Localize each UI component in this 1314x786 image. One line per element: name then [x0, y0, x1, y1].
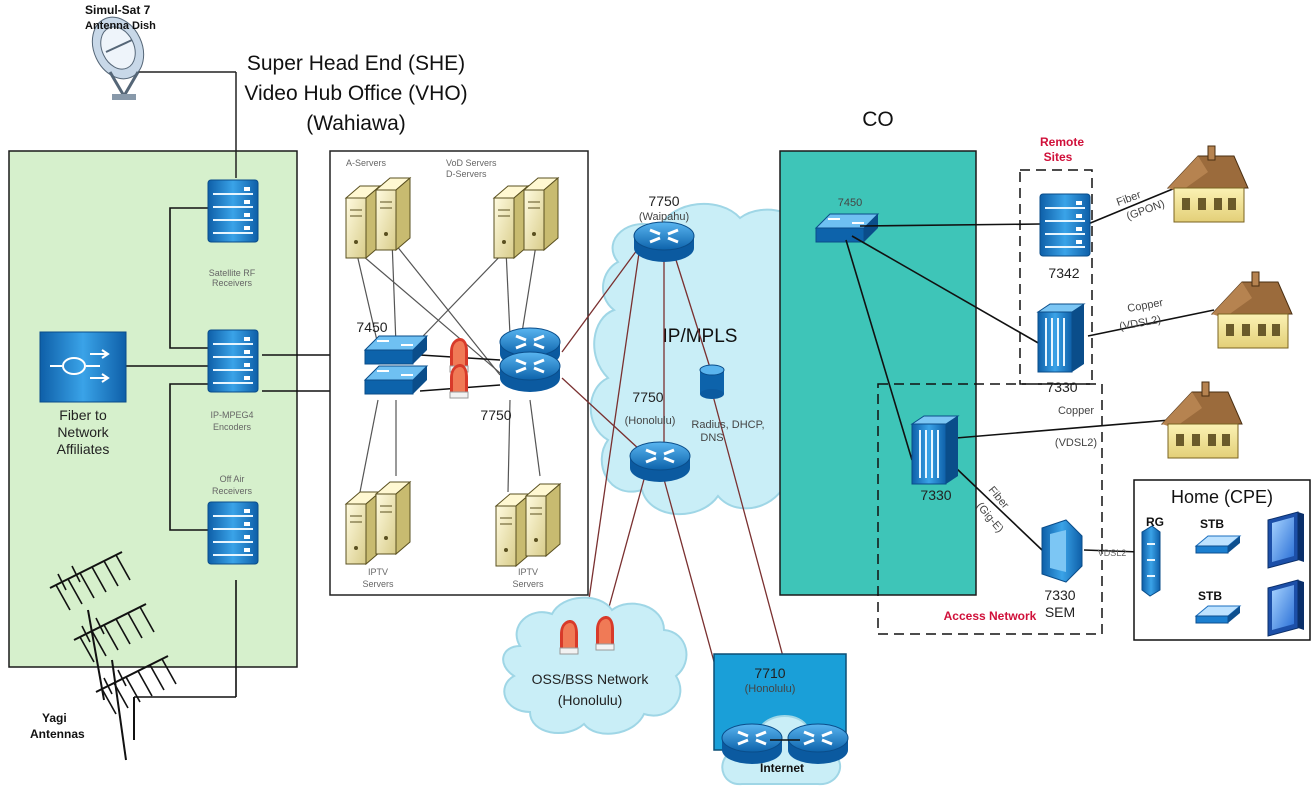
co-7450-label: 7450 [838, 197, 862, 209]
vod-servers-label-2: D-Servers [446, 169, 487, 179]
internet-cloud-label: Internet [760, 761, 804, 775]
co-label: CO [862, 108, 894, 131]
rg-label: RG [1146, 515, 1164, 529]
remote-sites-label-2: Sites [1044, 150, 1073, 164]
iptv-server-icon-2 [375, 481, 411, 555]
oss-firewall-icon-1 [559, 619, 579, 655]
offair-label-2: Receivers [212, 486, 253, 496]
olt-7342-label: 7342 [1048, 265, 1079, 281]
honolulu-label-2: (Honolulu) [625, 415, 676, 427]
radius-label-1: Radius, DHCP, [691, 419, 764, 431]
satellite-rx-label-1: Satellite RF [209, 268, 256, 278]
dish-label-1: Simul-Sat 7 [85, 3, 151, 17]
tv-2-icon [1267, 579, 1305, 637]
radius-database-icon [699, 364, 725, 399]
stb-1-label: STB [1200, 517, 1224, 531]
iptv-right-label-1: IPTV [518, 567, 538, 577]
access-network-box [877, 383, 1103, 635]
copper-1-label-1: Copper [1126, 297, 1164, 315]
satellite-rx-label-2: Receivers [212, 278, 253, 288]
offair-label-1: Off Air [220, 474, 245, 484]
title-line-3: (Wahiawa) [306, 112, 406, 135]
iptv-server-icon-3 [495, 493, 531, 567]
home-cpe-title: Home (CPE) [1171, 487, 1273, 507]
house-icon-1 [1167, 145, 1249, 223]
satellite-receiver-server-icon [207, 179, 259, 243]
iptv-right-label-2: Servers [512, 579, 544, 589]
vho-router-icon-2 [498, 350, 562, 394]
house-icon-3 [1161, 381, 1243, 459]
waipahu-label-1: 7750 [648, 193, 679, 209]
she-connections [126, 207, 368, 698]
yagi-label-2: Antennas [30, 727, 85, 741]
sem-label-1: 7330 [1044, 587, 1075, 603]
a-server-icon-2 [375, 177, 411, 251]
stb-2-label: STB [1198, 589, 1222, 603]
oss-firewall-icon-2 [595, 615, 615, 651]
copper-2-label-1: Copper [1058, 405, 1094, 417]
sem-label-2: SEM [1045, 604, 1075, 620]
access-network-label: Access Network [944, 609, 1037, 623]
fiber-affiliates-icon [39, 331, 127, 403]
waipahu-label-2: (Waipahu) [639, 211, 689, 223]
oss-bss-cloud [502, 596, 688, 735]
vod-servers-label-1: VoD Servers [446, 158, 497, 168]
copper-1-label-2: (VDSL2) [1118, 314, 1162, 333]
iptv-left-label-2: Servers [362, 579, 394, 589]
oss-label-1: OSS/BSS Network [532, 671, 650, 687]
offair-receiver-server-icon [207, 501, 259, 565]
house-icon-2 [1211, 271, 1293, 349]
a-servers-label: A-Servers [346, 158, 387, 168]
internet-router-icon-2 [786, 722, 850, 766]
title-line-1: Super Head End (SHE) [247, 52, 465, 75]
encoder-server-icon [207, 329, 259, 393]
remote-sites-label-1: Remote [1040, 135, 1084, 149]
yagi-label-1: Yagi [42, 711, 67, 725]
radius-label-2: DNS [700, 432, 723, 444]
dish-label-2: Antenna Dish [85, 20, 156, 32]
co-7330-label: 7330 [920, 487, 951, 503]
internet-7710-label-1: 7710 [754, 665, 785, 681]
vho-7750-label: 7750 [480, 407, 511, 423]
tv-1-icon [1267, 511, 1305, 569]
fiber-affiliates-label-3: Affiliates [57, 441, 110, 457]
fiber-affiliates-label-2: Network [57, 424, 109, 440]
honolulu-label-1: 7750 [632, 389, 663, 405]
co-dslam-icon [911, 415, 959, 485]
encoders-label-1: IP-MPEG4 [210, 410, 253, 420]
iptv-left-label-1: IPTV [368, 567, 388, 577]
remote-7330-label: 7330 [1046, 379, 1077, 395]
sem-7330-icon [1041, 519, 1083, 583]
honolulu-router-icon [628, 440, 692, 484]
residential-gateway-icon [1141, 525, 1161, 597]
fiber-affiliates-label-1: Fiber to [59, 407, 107, 423]
iptv-server-icon-1 [345, 491, 381, 565]
olt-7342-icon [1039, 193, 1091, 257]
internet-7710-label-2: (Honolulu) [745, 683, 796, 695]
vod-server-icon-2 [523, 177, 559, 251]
yagi-antennas-icon [49, 551, 177, 761]
a-server-icon-1 [345, 185, 381, 259]
satellite-dish-icon [91, 16, 237, 178]
sem-vdsl2-label: VDSL2 [1098, 548, 1127, 558]
internet-router-icon-1 [720, 722, 784, 766]
title-line-2: Video Hub Office (VHO) [244, 82, 467, 105]
remote-dslam-icon [1037, 303, 1085, 373]
copper-2-label-2: (VDSL2) [1055, 437, 1097, 449]
firewall-icon-2 [449, 363, 469, 399]
vod-server-icon-1 [493, 185, 529, 259]
oss-label-2: (Honolulu) [558, 692, 623, 708]
encoders-label-2: Encoders [213, 422, 252, 432]
waipahu-router-icon [632, 220, 696, 264]
vho-7450-label: 7450 [356, 319, 387, 335]
iptv-server-icon-4 [525, 483, 561, 557]
